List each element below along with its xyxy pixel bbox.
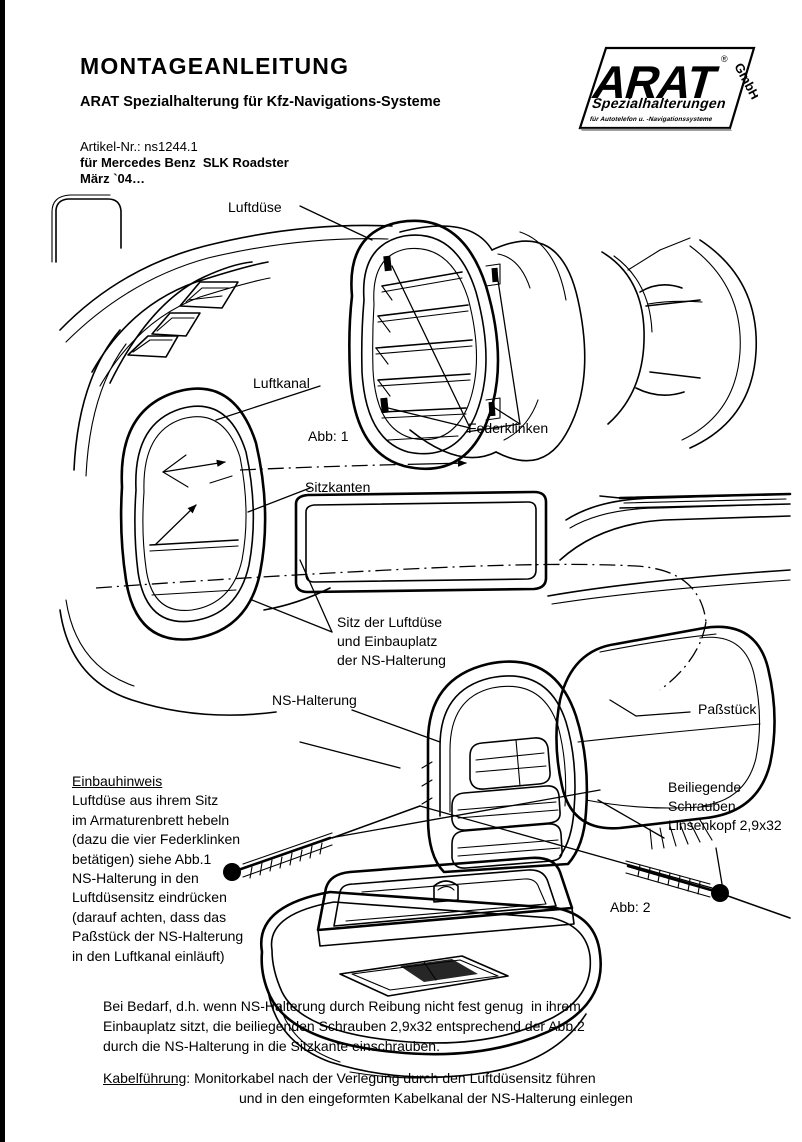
arat-logo: ARAT ® GmbH Spezialhalterungen für Autot…	[558, 36, 758, 136]
label-sitz-der-luftduese: Sitz der Luftdüse und Einbauplatz der NS…	[337, 613, 446, 670]
note-bedarf-line-2: durch die NS-Halterung in die Sitzkante …	[103, 1038, 440, 1054]
label-sitz-line2: und Einbauplatz	[337, 633, 438, 649]
einbauhinweis-line-6: (darauf achten, dass das	[72, 908, 227, 925]
einbauhinweis-line-4: NS-Halterung in den	[72, 870, 199, 887]
label-passstueck: Paßstück	[698, 701, 757, 717]
logo-registered-mark: ®	[721, 54, 728, 64]
note-bedarf: Bei Bedarf, d.h. wenn NS-Halterung durch…	[103, 996, 585, 1056]
label-beiliegende-schrauben: Beiliegende Schrauben Linsenkopf 2,9x32	[668, 778, 782, 835]
figure2-leader-lines	[299, 699, 723, 885]
kabelfuehrung-heading: Kabelführung	[103, 1070, 187, 1086]
screw-right	[625, 860, 791, 919]
logo-subtagline: für Autotelefon u. -Navigationssysteme	[589, 116, 714, 123]
label-sitz-line1: Sitz der Luftdüse	[337, 614, 443, 630]
vehicle-model: für Mercedes Benz SLK Roadster	[80, 155, 289, 170]
screw-left	[223, 805, 421, 881]
label-luftkanal: Luftkanal	[253, 375, 310, 391]
label-ns-halterung: NS-Halterung	[272, 692, 357, 708]
einbauhinweis-line-8: in den Luftkanal einläuft)	[72, 947, 225, 964]
figure2-caption: Abb: 2	[610, 899, 651, 915]
einbauhinweis-line-2: (dazu die vier Federklinken	[72, 831, 241, 848]
figure1-caption: Abb: 1	[308, 428, 349, 444]
label-luftduese: Luftdüse	[228, 199, 282, 215]
page-subtitle: ARAT Spezialhalterung für Kfz-Navigation…	[80, 94, 441, 110]
einbauhinweis-block: Einbauhinweis Luftdüse aus ihrem Sitz im…	[72, 772, 243, 966]
figure1-leader-lines	[215, 205, 373, 633]
label-sitz-line3: der NS-Halterung	[337, 652, 446, 668]
label-sitzkanten: Sitzkanten	[305, 479, 371, 495]
note-kabelfuehrung: Kabelführung: Monitorkabel nach der Verl…	[103, 1068, 633, 1108]
scan-edge-artifact	[0, 0, 5, 1142]
einbauhinweis-line-7: Paßstück der NS-Halterung	[72, 928, 244, 945]
kabelfuehrung-line-2: und in den eingeformten Kabelkanal der N…	[239, 1090, 633, 1106]
einbauhinweis-line-3: betätigen) siehe Abb.1	[72, 850, 212, 867]
scan-edge-gap	[5, 0, 8, 1142]
note-bedarf-line-0: Bei Bedarf, d.h. wenn NS-Halterung durch…	[103, 998, 581, 1014]
note-bedarf-line-1: Einbauplatz sitzt, die beiliegenden Schr…	[103, 1018, 585, 1034]
label-schrauben-line2: Schrauben	[668, 798, 736, 814]
einbauhinweis-line-0: Luftdüse aus ihrem Sitz	[72, 792, 219, 809]
einbauhinweis-line-5: Luftdüsensitz eindrücken	[72, 889, 227, 906]
einbauhinweis-line-1: im Armaturenbrett hebeln	[72, 811, 230, 828]
article-number: Artikel-Nr.: ns1244.1	[80, 139, 198, 154]
label-schrauben-line3: Linsenkopf 2,9x32	[668, 817, 782, 833]
label-federklinken: Federklinken	[468, 420, 549, 436]
logo-tagline: Spezialhalterungen	[590, 96, 728, 112]
kabelfuehrung-line-1: : Monitorkabel nach der Verlegung durch …	[186, 1070, 596, 1086]
page-title: MONTAGEANLEITUNG	[80, 53, 350, 79]
document-date: März `04…	[80, 171, 146, 186]
einbauhinweis-heading: Einbauhinweis	[72, 773, 163, 789]
logo-brand-text: ARAT	[587, 57, 723, 108]
label-schrauben-line1: Beiliegende	[668, 779, 742, 795]
